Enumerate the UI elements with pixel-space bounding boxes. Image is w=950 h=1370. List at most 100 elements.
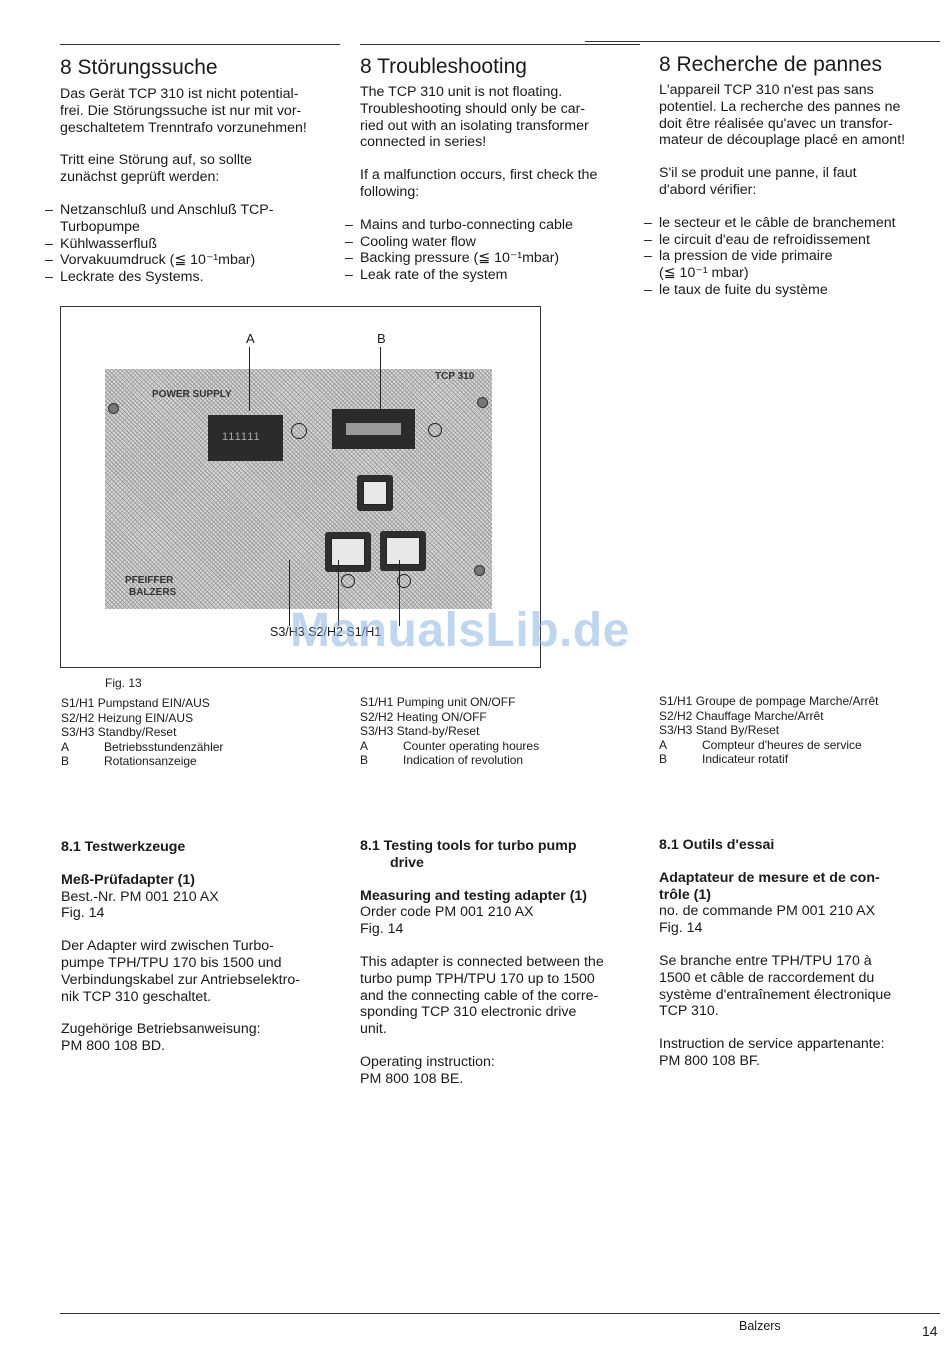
legend-row: S1/H1 Groupe de pompage Marche/Arrêt — [659, 694, 879, 708]
check-item-de: Netzanschluß und Anschluß TCP- Turbopump… — [45, 202, 350, 236]
footer-rule — [60, 1313, 940, 1314]
footer-brand: Balzers — [739, 1319, 781, 1333]
intro-fr-line: mateur de découplage placé en amont! — [659, 132, 906, 149]
legend-en: S1/H1 Pumping unit ON/OFF S2/H2 Heating … — [360, 695, 539, 768]
adapter-heading-fr-2: trôle (1) — [659, 886, 712, 903]
legend-row: S3/H3 Standby/Reset — [61, 725, 177, 740]
adapter-text-de: nik TCP 310 geschaltet. — [61, 988, 212, 1005]
top-rule-middle — [360, 44, 640, 45]
leader-line-a — [249, 347, 250, 411]
control-panel-photo: POWER SUPPLY TCP 310 PFEIFFER BALZERS 11… — [105, 369, 492, 609]
intro-fr-line: L'appareil TCP 310 n'est pas sans — [659, 82, 874, 98]
leader-line-s2 — [338, 560, 339, 626]
check-item-fr: le taux de fuite du système — [644, 282, 944, 299]
leader-line-s3 — [289, 560, 290, 626]
legend-row: S3/H3 Stand-by/Reset — [360, 724, 480, 739]
legend-row: S2/H2 Heating ON/OFF — [360, 709, 487, 724]
adapter-text-en: and the connecting cable of the corre- — [360, 987, 599, 1004]
intro-en-line: The TCP 310 unit is not floating. — [360, 84, 563, 100]
heating-button[interactable] — [325, 532, 371, 572]
counter-digits: 111111 — [222, 431, 261, 443]
adapter-text-de: pumpe TPH/TPU 170 bis 1500 und — [61, 954, 282, 971]
legend-fr: S1/H1 Groupe de pompage Marche/Arrêt S2/… — [659, 694, 878, 767]
heading-en: 8 Troubleshooting — [360, 55, 527, 78]
check-intro-de: zunächst geprüft werden: — [60, 169, 220, 186]
instruction-code-de: PM 800 108 BD. — [61, 1038, 166, 1055]
adapter-text-fr: 1500 et câble de raccordement du — [659, 969, 875, 986]
switch-labels: S3/H3 S2/H2 S1/H1 — [270, 625, 382, 639]
intro-de-line: frei. Die Störungssuche ist nur mit vor- — [60, 102, 302, 119]
hour-counter: 111111 — [208, 415, 283, 461]
screw-icon — [474, 565, 485, 576]
check-item-en: Mains and turbo-connecting cable — [345, 217, 645, 234]
fig-ref-de: Fig. 14 — [61, 905, 105, 922]
label-a: A — [246, 331, 255, 346]
legend-row: S2/H2 Heizung EIN/AUS — [61, 710, 194, 725]
legend-de: S1/H1 Pumpstand EIN/AUS S2/H2 Heizung EI… — [61, 696, 223, 769]
page-number: 14 — [922, 1323, 938, 1339]
check-item-de: Vorvakuumdruck (≦ 10⁻¹mbar) — [45, 252, 350, 269]
intro-en-line: ried out with an isolating transformer — [360, 117, 589, 134]
check-intro-fr: S'il se produit une panne, il faut — [659, 165, 857, 182]
adapter-text-de: Verbindungskabel zur Antriebselektro- — [61, 971, 300, 988]
pumping-led-icon — [397, 574, 411, 588]
adapter-text-fr: Se branche entre TPH/TPU 170 à — [659, 952, 872, 969]
adapter-text-fr: TCP 310. — [659, 1003, 719, 1020]
adapter-text-en: This adapter is connected between the — [360, 953, 604, 970]
order-code-de: Best.-Nr. PM 001 210 AX — [61, 888, 219, 905]
column-english: 8 Troubleshooting The TCP 310 unit is no… — [345, 55, 645, 284]
instruction-code-en: PM 800 108 BE. — [360, 1070, 464, 1087]
legend-row: S3/H3 Stand By/Reset — [659, 723, 780, 738]
tools-section-en: 8.1 Testing tools for turbo pump drive M… — [360, 838, 645, 1088]
check-intro-en: following: — [360, 183, 420, 200]
figure-13-frame — [60, 306, 541, 668]
adapter-text-en: sponding TCP 310 electronic drive — [360, 1004, 577, 1021]
check-item-de: Leckrate des Systems. — [45, 269, 350, 286]
check-list-en: Mains and turbo-connecting cable Cooling… — [345, 217, 645, 284]
column-german: 8 Störungssuche Das Gerät TCP 310 ist ni… — [45, 56, 350, 286]
instruction-label-en: Operating instruction: — [360, 1053, 495, 1070]
intro-fr-line: doit être réalisée qu'avec un transfor- — [659, 115, 893, 132]
check-item-en: Leak rate of the system — [345, 267, 645, 284]
heating-led-icon — [341, 574, 355, 588]
instruction-code-fr: PM 800 108 BF. — [659, 1052, 760, 1069]
screw-icon — [477, 397, 488, 408]
tools-section-fr: 8.1 Outils d'essai Adaptateur de mesure … — [659, 837, 944, 1070]
order-code-fr: no. de commande PM 001 210 AX — [659, 903, 876, 920]
watermark: ManualsLib.de — [290, 604, 630, 657]
check-item-fr: le secteur et le câble de branchement — [644, 215, 944, 232]
fig-ref-en: Fig. 14 — [360, 921, 404, 938]
model-label: TCP 310 — [435, 371, 475, 382]
check-item-en: Backing pressure (≦ 10⁻¹mbar) — [345, 250, 645, 267]
check-item-de: Kühlwasserfluß — [45, 236, 350, 253]
counter-symbol-icon — [291, 423, 307, 439]
instruction-label-de: Zugehörige Betriebsanweisung: — [61, 1021, 261, 1038]
intro-fr-line: potentiel. La recherche des pannes ne — [659, 98, 901, 115]
tools-section-de: 8.1 Testwerkzeuge Meß-Prüfadapter (1) Be… — [61, 839, 346, 1055]
label-b: B — [377, 331, 386, 346]
fig-ref-fr: Fig. 14 — [659, 920, 703, 937]
adapter-heading-de: Meß-Prüfadapter (1) — [61, 871, 196, 888]
leader-line-s1 — [399, 560, 400, 626]
instruction-label-fr: Instruction de service appartenante: — [659, 1036, 885, 1053]
rotation-indicator — [332, 409, 415, 449]
heading-de: 8 Störungssuche — [60, 56, 218, 79]
column-french: 8 Recherche de pannes L'appareil TCP 310… — [644, 53, 944, 299]
top-rule-right — [585, 41, 940, 42]
check-item-fr: le circuit d'eau de refroidissement — [644, 232, 944, 249]
check-item-en: Cooling water flow — [345, 234, 645, 251]
intro-de-line: geschaltetem Trenntrafo vorzunehmen! — [60, 119, 307, 136]
order-code-en: Order code PM 001 210 AX — [360, 904, 534, 921]
intro-de-line: Das Gerät TCP 310 ist nicht potential- — [60, 86, 299, 102]
adapter-heading-en: Measuring and testing adapter (1) — [360, 887, 588, 904]
top-rule-left — [60, 44, 340, 45]
tools-heading-en: 8.1 Testing tools for turbo pump — [360, 838, 577, 854]
standby-reset-button[interactable] — [357, 475, 393, 511]
power-supply-label: POWER SUPPLY — [152, 389, 232, 400]
pumping-unit-button[interactable] — [380, 531, 426, 571]
